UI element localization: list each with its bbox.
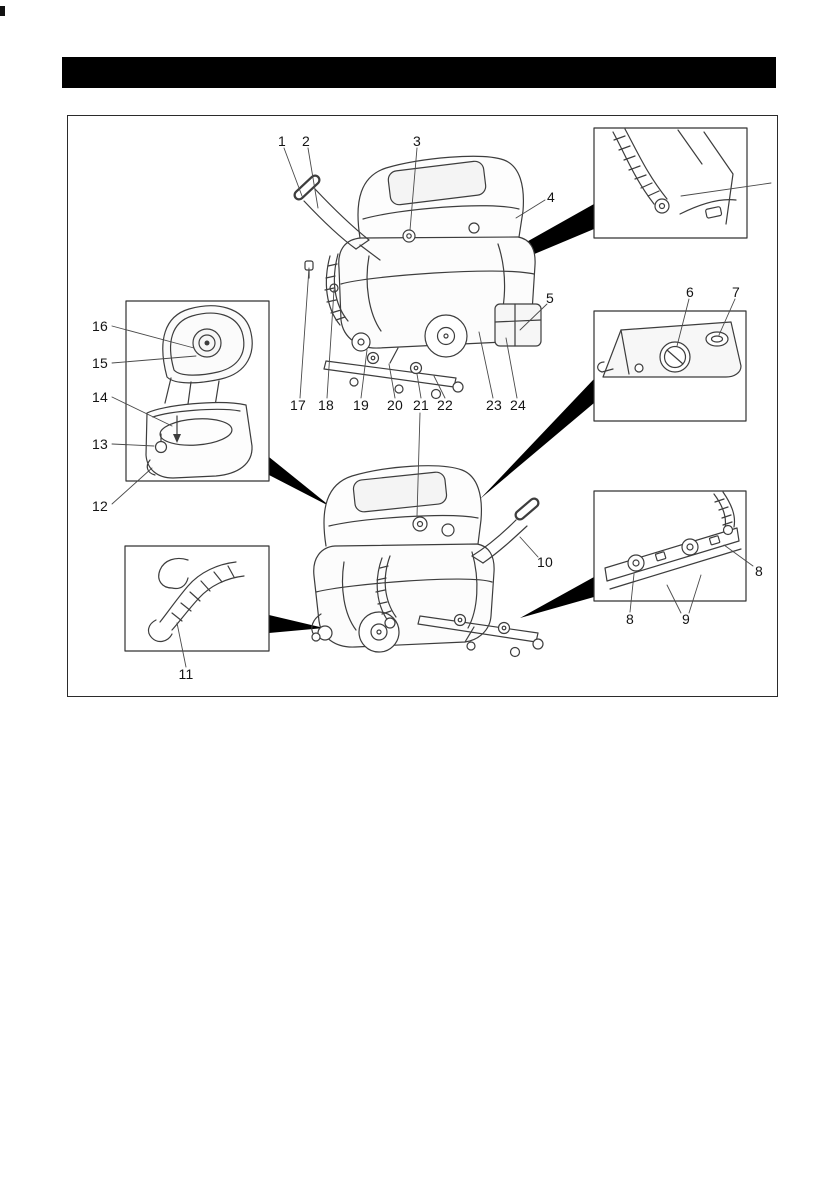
callout-13: 13 (92, 436, 108, 452)
callout-7: 7 (732, 284, 740, 300)
inset-drain-hose (124, 545, 270, 652)
top-machine-drawing (293, 155, 542, 400)
callout-2: 2 (302, 133, 310, 149)
callout-4: 4 (547, 189, 555, 205)
inset-hose-connection (593, 127, 748, 239)
leader-lines (111, 147, 772, 668)
callout-6: 6 (686, 284, 694, 300)
callout-10: 10 (537, 554, 553, 570)
scan-artifact (0, 6, 5, 16)
callout-19: 19 (353, 397, 369, 413)
bottom-machine-drawing (311, 465, 544, 658)
callout-11: 11 (178, 666, 194, 682)
figure-canvas (111, 127, 772, 668)
callout-1: 1 (278, 133, 286, 149)
inset-squeegee-detail (593, 490, 747, 602)
header-bar (62, 57, 776, 88)
callout-14: 14 (92, 389, 108, 405)
callout-23: 23 (486, 397, 502, 413)
callout-16: 16 (92, 318, 108, 334)
inset-tank-caps (593, 310, 747, 422)
callout-5: 5 (546, 290, 554, 306)
callout-9: 9 (682, 611, 690, 627)
callout-12: 12 (92, 498, 108, 514)
callout-24: 24 (510, 397, 526, 413)
inset-tank-lid (125, 300, 270, 482)
callout-8: 8 (755, 563, 763, 579)
callout-21: 21 (413, 397, 429, 413)
callout-18: 18 (318, 397, 334, 413)
callout-20: 20 (387, 397, 403, 413)
callout-22: 22 (437, 397, 453, 413)
callout-8: 8 (626, 611, 634, 627)
callout-15: 15 (92, 355, 108, 371)
callout-17: 17 (290, 397, 306, 413)
callout-3: 3 (413, 133, 421, 149)
